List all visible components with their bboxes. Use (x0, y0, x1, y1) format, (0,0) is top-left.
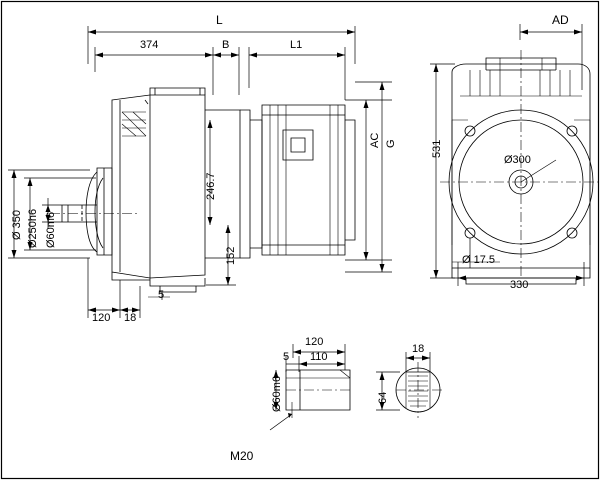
dim-dia-60m6-detail (273, 370, 279, 410)
label-5-left: 5 (158, 289, 165, 301)
label-dia-250h6: Ø250h6 (27, 208, 39, 248)
label-L: L (216, 13, 223, 27)
label-G: G (385, 139, 397, 148)
label-120-bottom: 120 (305, 336, 324, 348)
label-L1: L1 (290, 39, 303, 51)
label-374: 374 (140, 39, 159, 51)
dim-bottom-left (87, 258, 170, 318)
label-dia-60m6-bottom: Ø60m6 (271, 375, 283, 412)
label-dia-60m6-left: Ø60m6 (45, 211, 57, 248)
label-AC: AC (369, 132, 381, 148)
dim-shaft-detail (285, 344, 346, 372)
label-dia-300: Ø300 (504, 154, 531, 166)
dim-374-B-L1 (94, 47, 346, 100)
dim-L (87, 26, 356, 64)
dim-152 (206, 225, 236, 286)
label-dia-350: Ø 350 (11, 210, 23, 240)
dim-diameters-left (8, 169, 96, 259)
label-AD: AD (552, 13, 569, 27)
dim-330 (452, 238, 585, 286)
dim-AC-G (345, 81, 392, 273)
label-M20: M20 (230, 449, 254, 463)
label-110-bottom: 110 (310, 351, 328, 363)
dim-246-7 (207, 120, 213, 225)
label-120-left: 120 (92, 312, 111, 324)
label-531: 531 (431, 139, 443, 158)
drawing-geometry (8, 24, 600, 431)
label-152: 152 (225, 246, 237, 265)
label-B: B (222, 39, 230, 51)
label-246-7: 246.7 (205, 172, 217, 200)
label-18: 18 (124, 312, 137, 324)
label-18-key: 18 (412, 343, 425, 355)
label-dia-17-5: Ø 17.5 (462, 254, 496, 266)
label-330: 330 (510, 279, 529, 291)
label-5-bottom: 5 (283, 351, 290, 363)
label-64: 64 (377, 391, 389, 404)
dim-AD (519, 24, 583, 90)
dim-531 (430, 63, 455, 279)
